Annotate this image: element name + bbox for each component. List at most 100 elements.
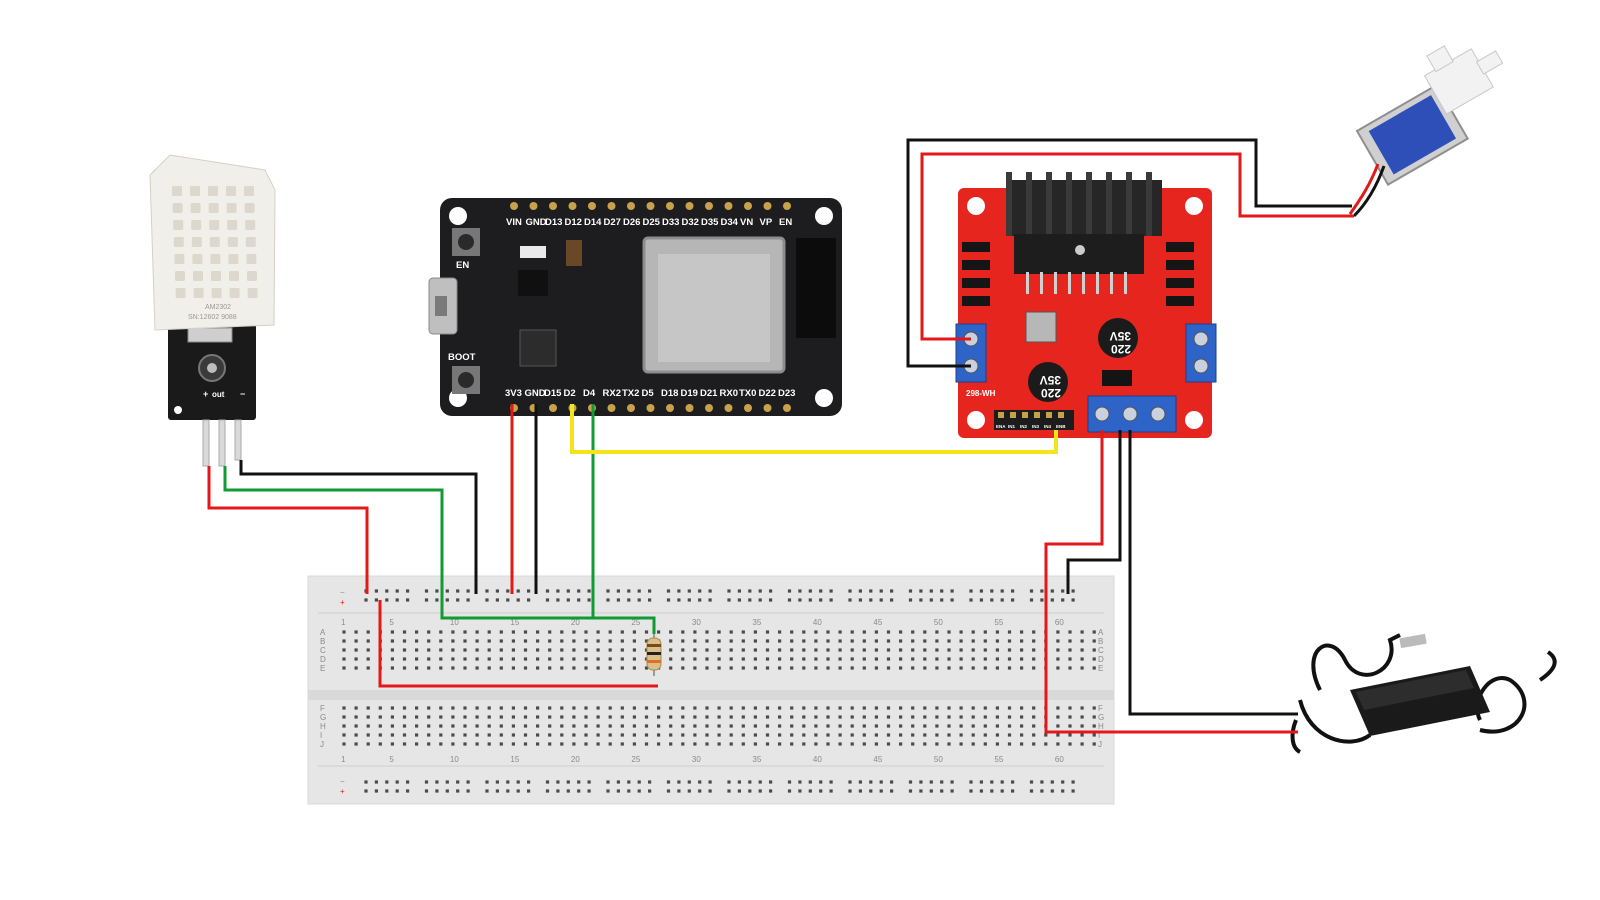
breadboard-hole bbox=[402, 639, 407, 643]
breadboard-hole bbox=[886, 666, 891, 670]
breadboard-hole bbox=[572, 715, 576, 719]
breadboard-hole bbox=[499, 742, 503, 746]
breadboard-hole bbox=[616, 789, 620, 793]
breadboard-hole bbox=[940, 598, 944, 602]
breadboard-hole bbox=[596, 733, 600, 737]
dht-vent-slot bbox=[244, 203, 255, 213]
breadboard-hole bbox=[886, 639, 891, 643]
breadboard-hole bbox=[874, 742, 878, 746]
breadboard-hole bbox=[850, 639, 854, 643]
breadboard-hole bbox=[487, 639, 491, 643]
heatsink-fin bbox=[1026, 172, 1032, 236]
breadboard-hole bbox=[516, 789, 520, 793]
breadboard-hole bbox=[1040, 598, 1044, 602]
breadboard-hole bbox=[1092, 706, 1096, 710]
breadboard-hole bbox=[516, 780, 520, 784]
breadboard-hole bbox=[1032, 657, 1036, 661]
breadboard-hole bbox=[979, 589, 983, 593]
breadboard-hole bbox=[511, 742, 515, 746]
breadboard-hole bbox=[677, 589, 681, 593]
dht-pin-label-out: out bbox=[212, 390, 225, 399]
breadboard-hole bbox=[947, 639, 951, 643]
breadboard-column-number: 5 bbox=[389, 618, 394, 627]
breadboard-hole bbox=[1068, 630, 1072, 634]
breadboard-hole bbox=[427, 724, 431, 728]
breadboard-hole bbox=[596, 724, 600, 728]
esp32-header-pin bbox=[607, 404, 616, 412]
breadboard-hole bbox=[342, 715, 346, 719]
breadboard-hole bbox=[608, 648, 612, 652]
esp32-bottom-pin-label: RX0 bbox=[720, 388, 738, 399]
breadboard-hole bbox=[487, 742, 491, 746]
breadboard-hole bbox=[385, 598, 389, 602]
driver-ic-legs bbox=[1026, 272, 1127, 294]
breadboard-hole bbox=[698, 589, 702, 593]
breadboard-row-letter: E bbox=[320, 664, 325, 673]
breadboard-hole bbox=[523, 657, 528, 661]
breadboard-hole bbox=[632, 724, 636, 728]
breadboard-hole bbox=[1068, 733, 1072, 737]
rail-minus-bottom: − bbox=[340, 777, 345, 786]
breadboard-hole bbox=[923, 657, 927, 661]
breadboard-hole bbox=[620, 657, 624, 661]
breadboard-hole bbox=[995, 706, 999, 710]
breadboard-hole bbox=[741, 657, 745, 661]
breadboard-hole bbox=[693, 742, 697, 746]
breadboard-hole bbox=[627, 589, 631, 593]
breadboard-hole bbox=[1061, 789, 1065, 793]
breadboard-hole bbox=[466, 589, 470, 593]
breadboard-hole bbox=[451, 715, 455, 719]
breadboard-hole bbox=[415, 724, 419, 728]
breadboard-hole bbox=[475, 742, 479, 746]
breadboard-hole bbox=[983, 715, 987, 719]
breadboard-hole bbox=[1068, 657, 1072, 661]
breadboard-hole bbox=[415, 733, 419, 737]
breadboard-hole bbox=[587, 780, 591, 784]
breadboard-hole bbox=[850, 648, 854, 652]
breadboard-row-letter: B bbox=[320, 637, 325, 646]
breadboard-hole bbox=[935, 706, 939, 710]
breadboard-hole bbox=[717, 706, 721, 710]
breadboard-hole bbox=[427, 666, 431, 670]
esp32-top-pin-label: D26 bbox=[623, 217, 640, 228]
breadboard-hole bbox=[584, 724, 588, 728]
breadboard-hole bbox=[506, 789, 510, 793]
breadboard-hole bbox=[644, 715, 649, 719]
esp32-top-pin-label: D32 bbox=[682, 217, 699, 228]
breadboard-hole bbox=[1007, 648, 1012, 652]
breadboard-hole bbox=[620, 666, 624, 670]
breadboard-hole bbox=[693, 706, 697, 710]
breadboard-hole bbox=[566, 589, 570, 593]
heatsink-fin bbox=[1126, 172, 1132, 236]
breadboard-hole bbox=[911, 639, 915, 643]
breadboard-hole bbox=[511, 648, 515, 652]
heatsink-fin bbox=[1106, 172, 1112, 236]
esp32-header-pin bbox=[783, 202, 791, 210]
breadboard-hole bbox=[374, 589, 378, 593]
esp32-bottom-pin-label: D23 bbox=[778, 388, 795, 399]
dht-vent-slot bbox=[210, 254, 221, 264]
breadboard-hole bbox=[848, 589, 852, 593]
breadboard-hole bbox=[548, 733, 552, 737]
breadboard-hole bbox=[511, 630, 515, 634]
breadboard-hole bbox=[808, 598, 812, 602]
breadboard-hole bbox=[879, 780, 883, 784]
breadboard-hole bbox=[1050, 789, 1054, 793]
breadboard-hole bbox=[850, 733, 854, 737]
esp32-header-pin bbox=[763, 202, 772, 210]
breadboard-hole bbox=[940, 780, 944, 784]
breadboard-hole bbox=[874, 706, 878, 710]
breadboard-hole bbox=[378, 733, 382, 737]
breadboard-hole bbox=[385, 789, 389, 793]
breadboard-hole bbox=[485, 789, 489, 793]
breadboard-hole bbox=[829, 780, 833, 784]
breadboard-column-number: 25 bbox=[631, 755, 640, 764]
breadboard-hole bbox=[1056, 733, 1060, 737]
breadboard-hole bbox=[527, 780, 531, 784]
power-adapter bbox=[1290, 633, 1557, 754]
breadboard-hole bbox=[983, 648, 987, 652]
breadboard-hole bbox=[748, 589, 752, 593]
breadboard-hole bbox=[850, 657, 854, 661]
